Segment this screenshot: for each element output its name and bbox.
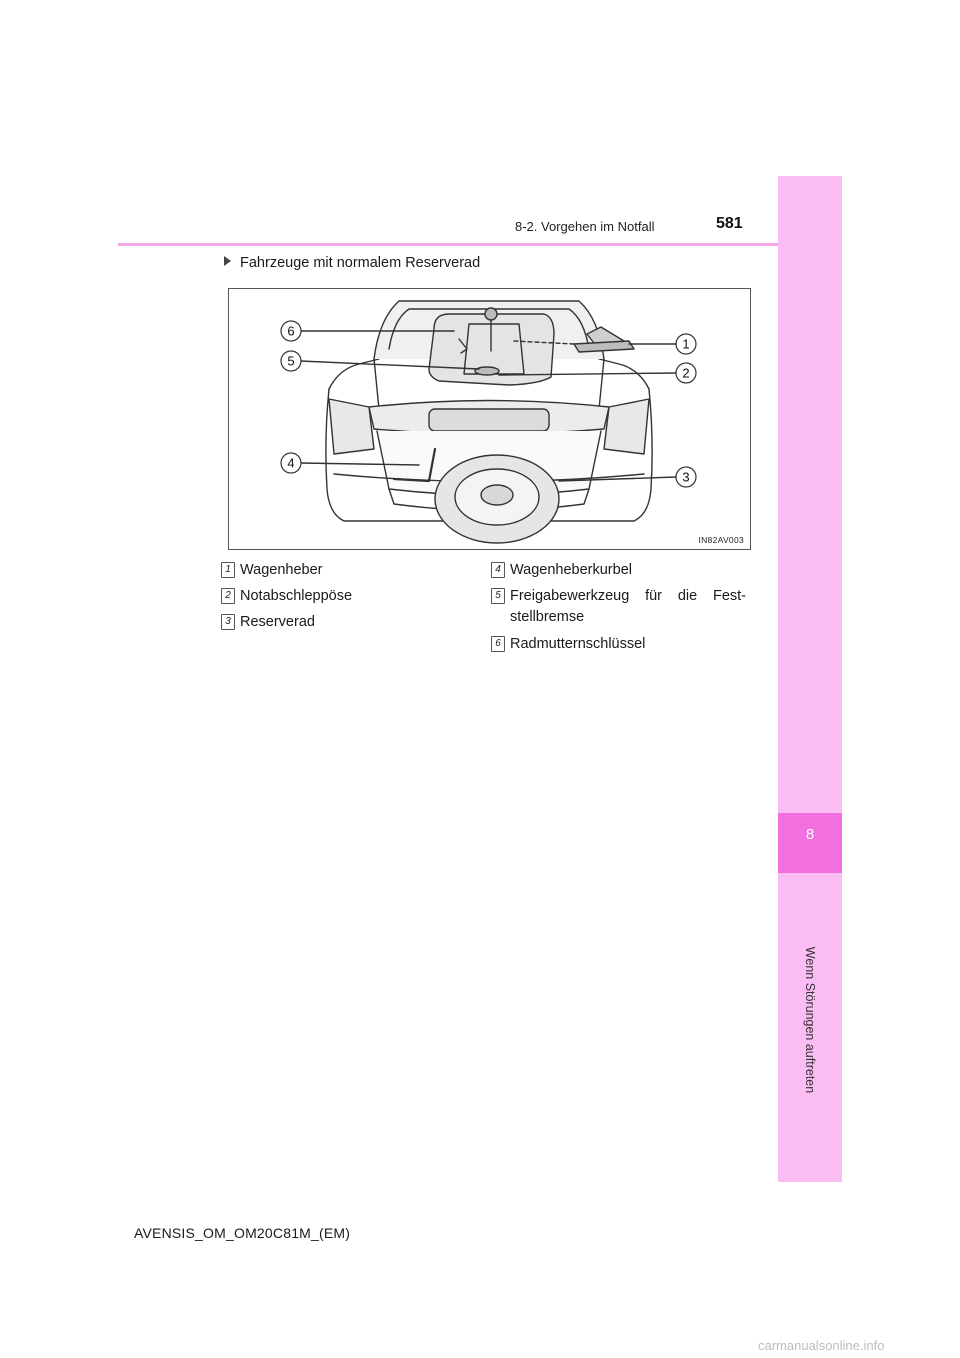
legend-number-5: 5 <box>491 588 505 604</box>
callout-5: 5 <box>287 354 294 369</box>
callout-3: 3 <box>682 470 689 485</box>
release-tool <box>474 366 500 376</box>
legend-item-1: 1 Wagenheber <box>221 560 451 584</box>
legend-label-5: Freigabewerkzeug für die Fest-stellbrems… <box>510 588 746 626</box>
trunk-illustration-svg: 6 5 4 1 2 3 <box>280 300 697 544</box>
trunk-illustration: 6 5 4 1 2 3 IN82AV003 <box>228 288 751 550</box>
page-number: 581 <box>716 215 743 232</box>
chapter-number-tab[interactable] <box>778 813 842 873</box>
callout-3-circle <box>675 466 697 488</box>
watermark: carmanualsonline.info <box>758 1338 885 1353</box>
callout-1: 1 <box>682 337 689 352</box>
callout-4-circle <box>280 452 302 474</box>
callout-2: 2 <box>682 366 689 381</box>
figure-code: IN82AV003 <box>698 535 744 545</box>
tow-eyelet <box>458 338 468 354</box>
legend-label-4: Wagenheberkurbel <box>510 562 632 578</box>
legend-number-2: 2 <box>221 588 235 604</box>
subheading: Fahrzeuge mit normalem Reserverad <box>224 255 480 271</box>
bullet-arrow-icon <box>224 256 231 266</box>
header-divider <box>118 243 778 246</box>
legend-number-6: 6 <box>491 636 505 652</box>
leader-3 <box>558 476 677 482</box>
chapter-title-vertical: Wenn Störungen auftreten <box>803 946 817 1094</box>
callout-6: 6 <box>287 324 294 339</box>
chapter-side-tab <box>778 176 842 1182</box>
left-tail-light <box>328 398 375 455</box>
callout-6-circle <box>280 320 302 342</box>
legend-item-6: 6 Radmutternschlüssel <box>491 634 749 658</box>
leader-5 <box>300 360 480 370</box>
car-right-fender <box>598 358 650 390</box>
callout-2-circle <box>675 362 697 384</box>
legend-label-3: Reserverad <box>240 614 315 630</box>
right-tail-light <box>603 398 650 455</box>
legend-label-6: Radmutternschlüssel <box>510 636 646 652</box>
callout-1-circle <box>675 333 697 355</box>
legend-number-3: 3 <box>221 614 235 630</box>
subheading-text: Fahrzeuge mit normalem Reserverad <box>240 255 481 271</box>
jack-handle <box>392 447 437 483</box>
jack-dashed-line <box>513 340 575 345</box>
legend-item-4: 4 Wagenheberkurbel <box>491 560 749 584</box>
leader-2 <box>498 372 677 376</box>
footer-document-code: AVENSIS_OM_OM20C81M_(EM) <box>134 1225 351 1241</box>
wheel-nut-wrench <box>484 307 498 321</box>
legend-number-4: 4 <box>491 562 505 578</box>
legend-item-3: 3 Reserverad <box>221 612 451 636</box>
callout-4: 4 <box>287 456 294 471</box>
callout-5-circle <box>280 350 302 372</box>
spare-tire-hub <box>480 484 514 506</box>
chapter-number: 8 <box>805 826 815 843</box>
legend-item-5: 5 Freigabewerkzeug für die Fest-stellbre… <box>491 586 749 632</box>
leader-4 <box>300 462 420 466</box>
trunk-handle <box>428 408 550 432</box>
legend-number-1: 1 <box>221 562 235 578</box>
tool-tray-recess <box>463 323 525 375</box>
legend-label-2: Notabschleppöse <box>240 588 353 604</box>
jack-base <box>573 340 635 353</box>
section-title: 8-2. Vorgehen im Notfall <box>515 219 655 234</box>
legend-item-2: 2 Notabschleppöse <box>221 586 451 610</box>
trunk-lid-left-strut <box>373 358 380 410</box>
legend-label-1: Wagenheber <box>240 562 323 578</box>
trunk-lid-right-strut <box>598 358 605 410</box>
